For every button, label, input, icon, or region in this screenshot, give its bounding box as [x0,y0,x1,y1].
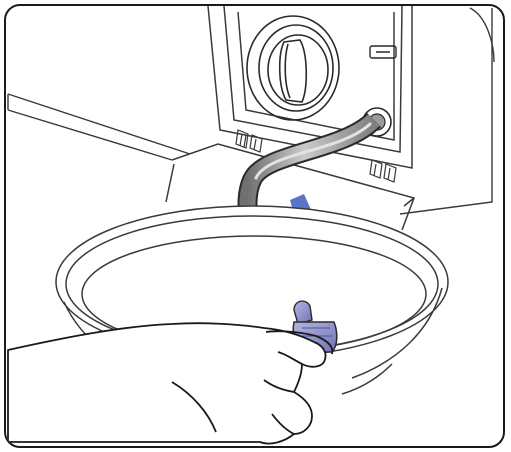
panel-slot-icon [370,46,396,58]
drain-instruction-illustration [6,6,503,446]
hand [8,323,332,443]
illustration-frame [4,4,505,448]
drain-filter-knob [247,16,339,120]
